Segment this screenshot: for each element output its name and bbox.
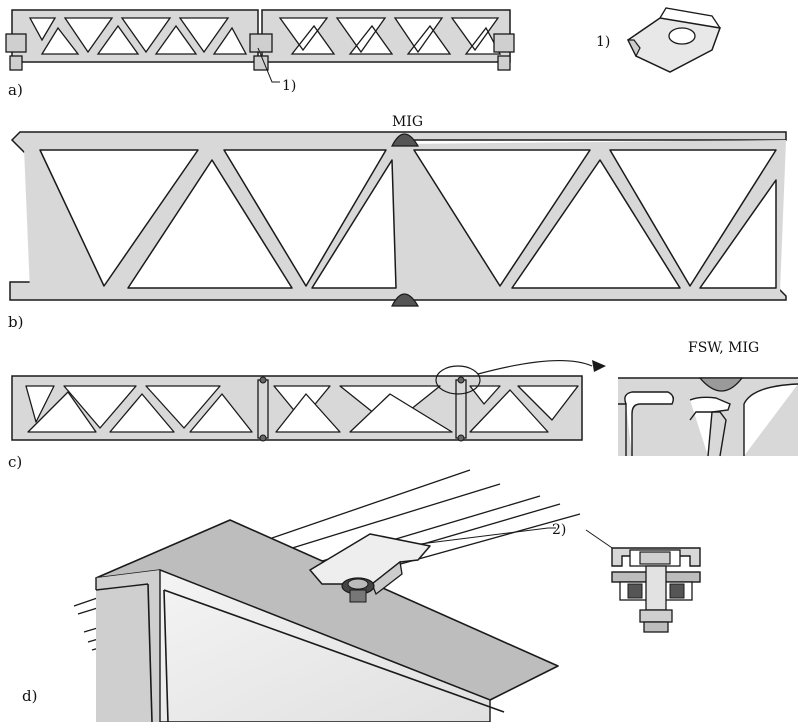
panel-d-beam [95,519,559,722]
panel-d: 2) d) [22,469,701,722]
fsw-mig-label: FSW, MIG [688,340,759,356]
mig-weld-label: MIG [392,114,423,130]
panel-d-callout-leader [419,527,556,545]
panel-a: 1) a) 1) [5,7,722,99]
panel-c: FSW, MIG c) [8,340,799,471]
panel-a-clamps [5,33,515,71]
panel-b-profile [9,131,787,301]
panel-d-label: d) [22,687,37,705]
panel-a-callout: 1) [282,78,296,94]
panel-b-label: b) [8,313,23,331]
panel-a-profile-right [261,9,511,63]
panel-a-label: a) [8,81,23,99]
panel-c-label: c) [8,453,22,471]
panel-c-profiles [11,375,583,442]
mig-weld-top [391,133,420,147]
panel-c-detail-marker [435,365,481,395]
slot-nut-detail-icon [627,7,722,73]
panel-a-profile-left [11,9,259,63]
panel-d-callout: 2) [552,522,566,538]
arrow-head-icon [592,360,606,372]
panel-c-detail-view [618,377,799,457]
panel-d-clamp [309,533,431,603]
fsw-mig-weld [698,377,744,392]
panel-a-callout-leader [257,47,280,83]
panel-a-detail-callout: 1) [596,34,610,50]
panel-c-detail-arrow [477,359,593,375]
mig-weld-bottom [391,293,420,307]
panel-b: MIG b) [8,114,787,331]
bolt-clamp-detail-icon [611,547,701,633]
